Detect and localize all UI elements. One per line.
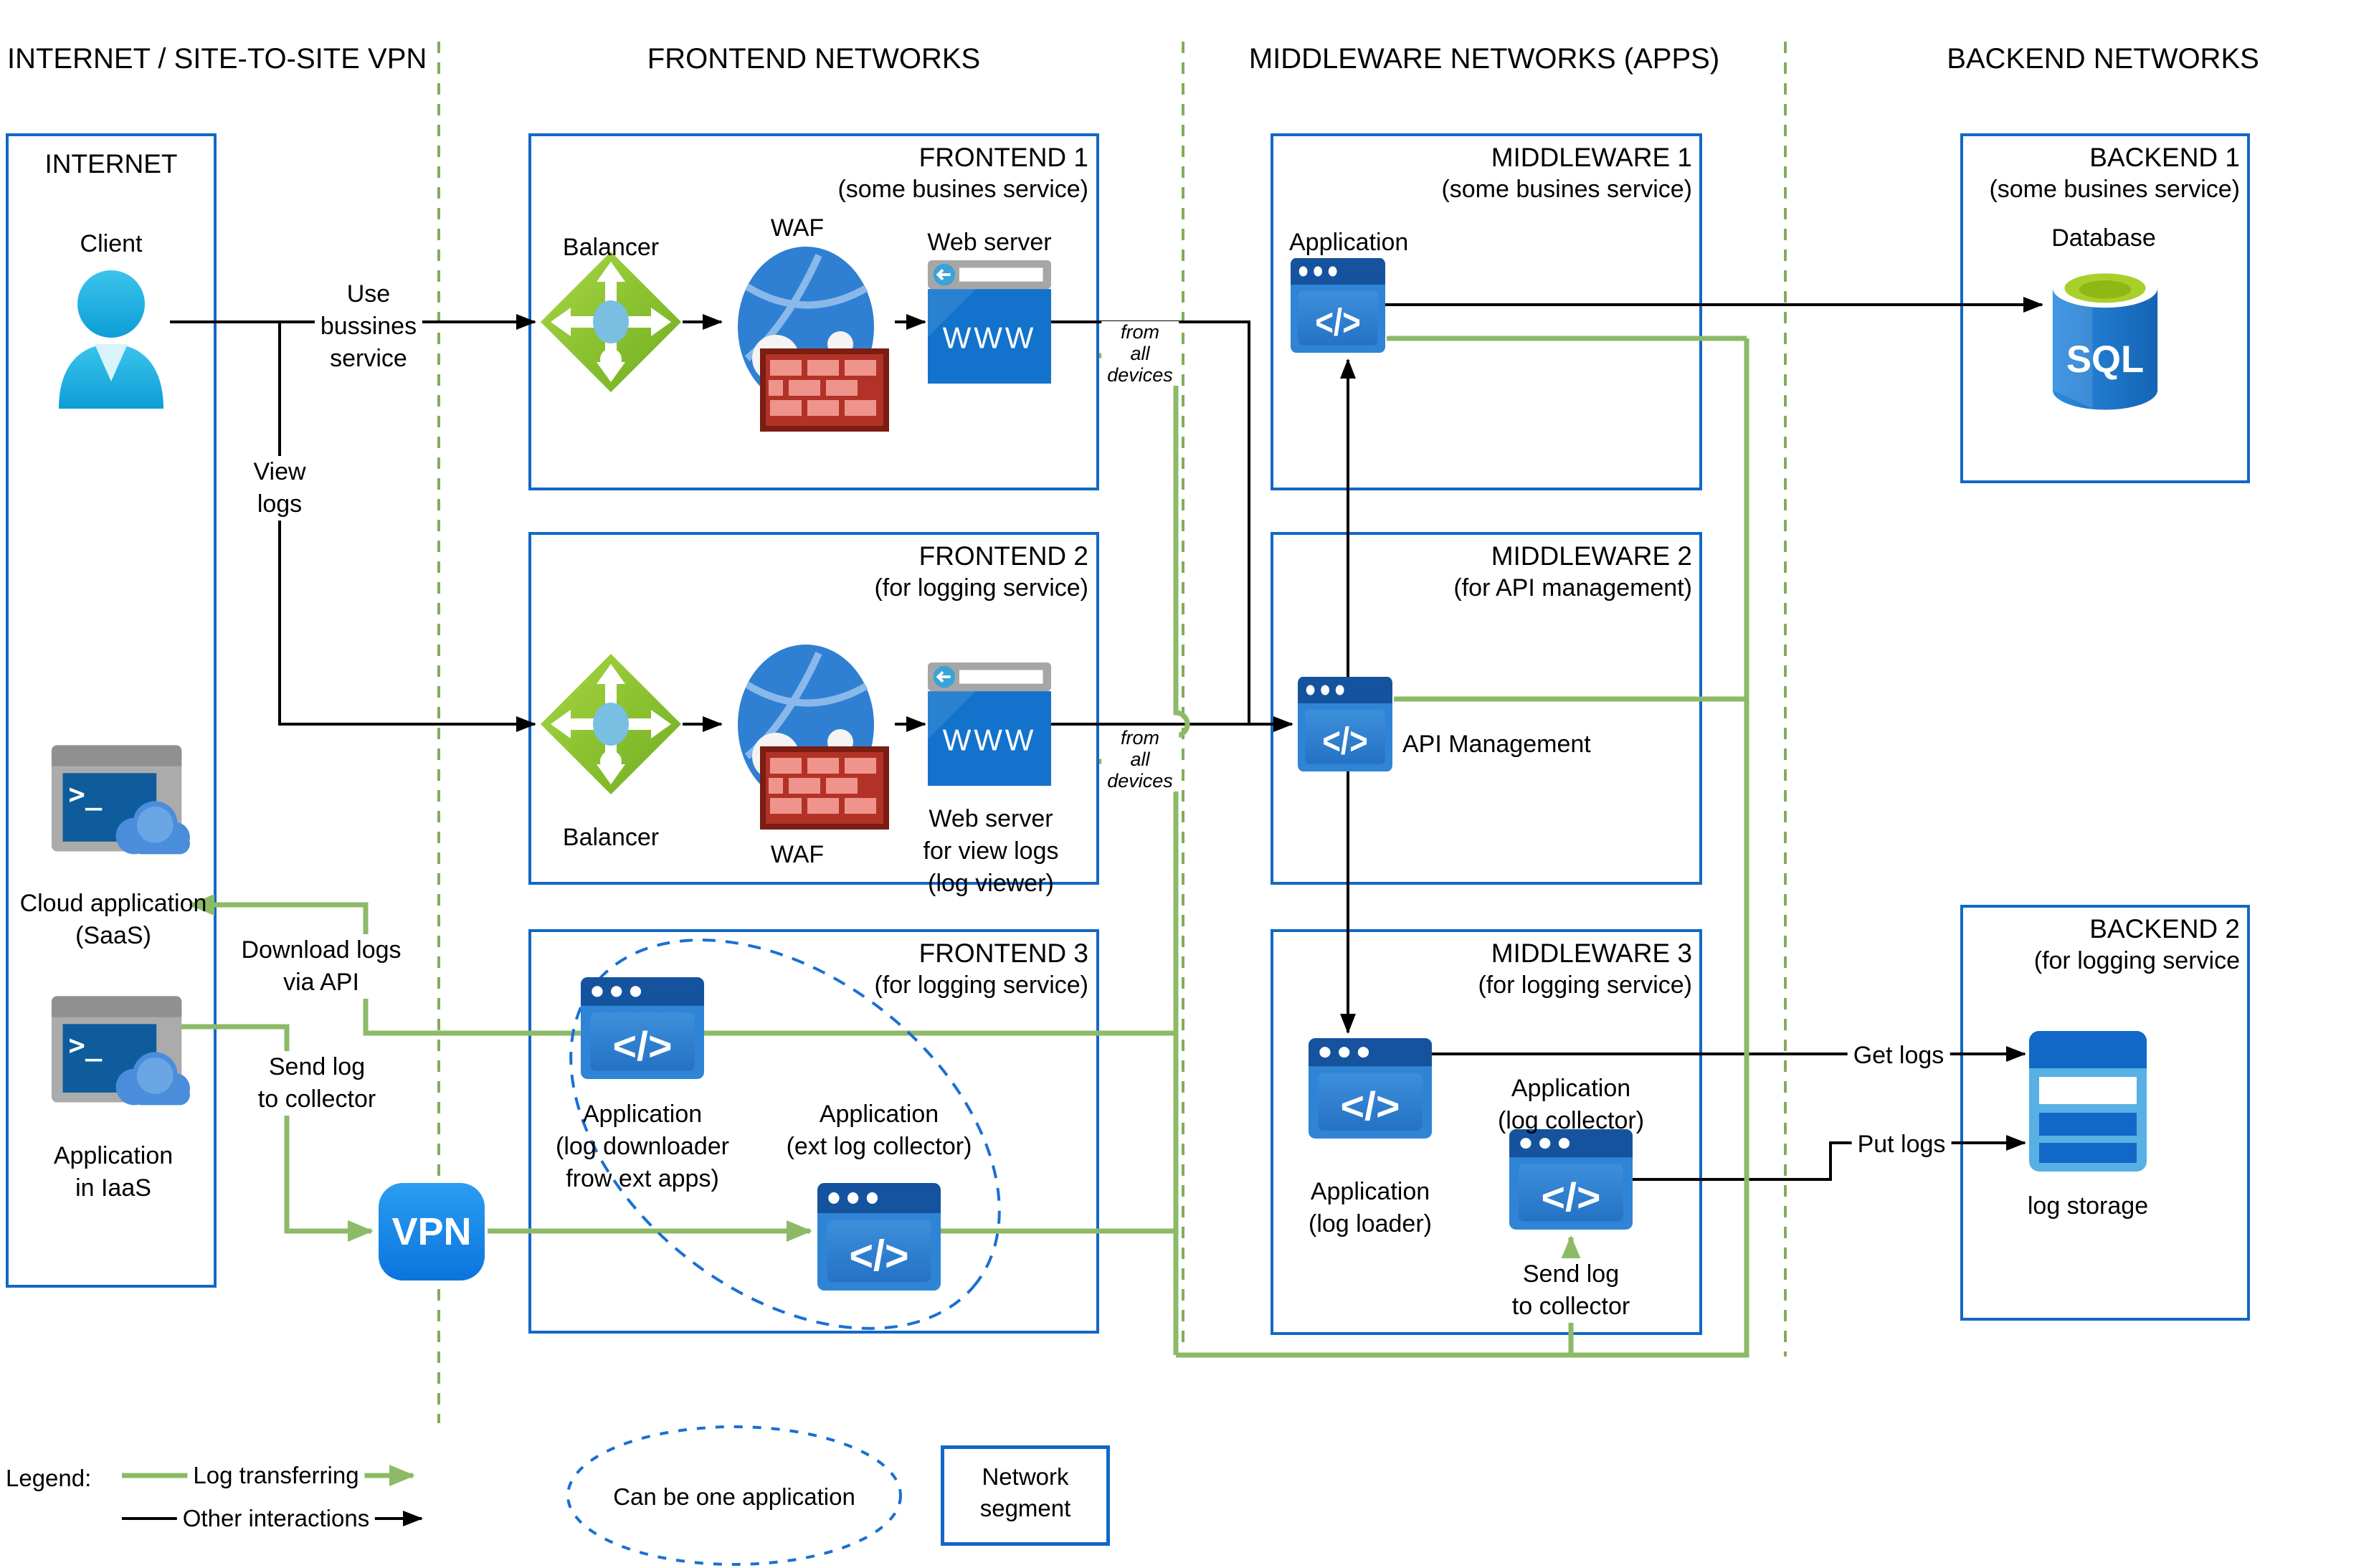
get-logs-label: Get logs bbox=[1847, 1040, 1950, 1072]
client-person-icon bbox=[52, 267, 171, 410]
middleware3-subtitle: (for logging service) bbox=[1478, 971, 1692, 999]
svg-text:</>: </> bbox=[850, 1232, 909, 1280]
downloader-app-icon: </> bbox=[581, 977, 704, 1079]
log-loader-label: Application(log loader) bbox=[1309, 1178, 1432, 1237]
middleware2-title: MIDDLEWARE 2 bbox=[1491, 541, 1692, 571]
frontend2-title: FRONTEND 2 bbox=[918, 541, 1088, 571]
middleware2-subtitle: (for API management) bbox=[1453, 574, 1692, 602]
ext-collector-app-icon: </> bbox=[817, 1183, 941, 1291]
backend1-segment-box bbox=[1960, 133, 2250, 483]
backend2-segment-box bbox=[1960, 905, 2250, 1321]
database-label: Database bbox=[2051, 224, 2156, 252]
waf1-label: WAF bbox=[770, 214, 825, 242]
svg-text:WWW: WWW bbox=[943, 320, 1036, 354]
frontend3-subtitle: (for logging service) bbox=[874, 971, 1088, 999]
svg-text:</>: </> bbox=[1341, 1084, 1400, 1129]
vpn-label: VPN bbox=[391, 1210, 472, 1253]
legend-network-segment-box bbox=[941, 1445, 1110, 1546]
sql-database-icon: SQL bbox=[2049, 260, 2161, 422]
log-loader-app-icon: </> bbox=[1309, 1038, 1432, 1139]
web-server1-label: Web server bbox=[927, 229, 1052, 256]
log-storage-label: log storage bbox=[2027, 1192, 2149, 1220]
mw1-app-label: Application bbox=[1289, 229, 1409, 256]
load-balancer1-icon bbox=[539, 250, 683, 394]
load-balancer2-icon bbox=[539, 652, 683, 796]
internet-box-title: INTERNET bbox=[44, 149, 178, 179]
middleware-column-header: MIDDLEWARE NETWORKS (APPS) bbox=[1248, 43, 1720, 75]
vpn-icon: VPN bbox=[379, 1183, 485, 1280]
internet-segment-box bbox=[6, 133, 217, 1288]
saas-terminal-cloud-icon: >_ bbox=[50, 742, 190, 878]
log-collector-app-icon: </> bbox=[1509, 1129, 1633, 1230]
svg-text:>_: >_ bbox=[68, 779, 102, 811]
balancer2-label: Balancer bbox=[562, 824, 660, 851]
iaas-terminal-cloud-icon: >_ bbox=[50, 993, 190, 1129]
middleware1-title: MIDDLEWARE 1 bbox=[1491, 143, 1692, 172]
backend2-title: BACKEND 2 bbox=[2089, 914, 2240, 944]
legend-log-transferring: Log transferring bbox=[187, 1460, 365, 1491]
middleware3-title: MIDDLEWARE 3 bbox=[1491, 939, 1692, 968]
frontend2-subtitle: (for logging service) bbox=[874, 574, 1088, 602]
mw1-app-icon: </> bbox=[1291, 258, 1385, 353]
svg-text:</>: </> bbox=[1542, 1175, 1601, 1220]
svg-text:SQL: SQL bbox=[2066, 338, 2144, 381]
frontend1-title: FRONTEND 1 bbox=[918, 143, 1088, 172]
web-server2-icon: WWW bbox=[928, 662, 1051, 786]
svg-text:>_: >_ bbox=[68, 1030, 102, 1062]
middleware1-subtitle: (some busines service) bbox=[1441, 176, 1692, 203]
backend1-title: BACKEND 1 bbox=[2089, 143, 2240, 172]
internet-column-header: INTERNET / SITE-TO-SITE VPN bbox=[7, 43, 427, 75]
svg-text:</>: </> bbox=[613, 1024, 673, 1070]
log-storage-icon bbox=[2029, 1031, 2147, 1172]
frontend3-title: FRONTEND 3 bbox=[918, 939, 1088, 968]
svg-text:WWW: WWW bbox=[943, 723, 1036, 756]
ext-collector-label: Application(ext log collector) bbox=[786, 1101, 972, 1160]
frontend1-segment-box bbox=[528, 133, 1099, 490]
waf1-globe-firewall-icon bbox=[726, 244, 891, 432]
backend-column-header: BACKEND NETWORKS bbox=[1947, 43, 2259, 75]
api-management-label: API Management bbox=[1402, 731, 1591, 758]
legend-one-application: Can be one application bbox=[613, 1483, 855, 1510]
log-collector-label: Application(log collector) bbox=[1497, 1075, 1645, 1134]
web-server1-icon: WWW bbox=[928, 260, 1051, 384]
backend2-subtitle: (for logging service bbox=[2033, 947, 2240, 974]
waf2-globe-firewall-icon bbox=[726, 642, 891, 830]
frontend-column-header: FRONTEND NETWORKS bbox=[647, 43, 981, 75]
frontend1-subtitle: (some busines service) bbox=[837, 176, 1088, 203]
client-label: Client bbox=[80, 230, 143, 257]
svg-text:</>: </> bbox=[1322, 721, 1368, 763]
put-logs-label: Put logs bbox=[1851, 1129, 1952, 1161]
svg-text:</>: </> bbox=[1315, 302, 1361, 344]
balancer1-label: Balancer bbox=[562, 234, 660, 261]
api-management-app-icon: </> bbox=[1298, 677, 1392, 771]
waf2-label: WAF bbox=[770, 841, 825, 868]
edge-client-balancer2 bbox=[278, 322, 536, 732]
legend-other-interactions: Other interactions bbox=[176, 1503, 376, 1534]
saas-label: Cloud application(SaaS) bbox=[19, 890, 207, 949]
legend-title: Legend: bbox=[6, 1465, 92, 1491]
green-left-bus bbox=[1173, 356, 1190, 1355]
backend1-subtitle: (some busines service) bbox=[1989, 176, 2240, 203]
